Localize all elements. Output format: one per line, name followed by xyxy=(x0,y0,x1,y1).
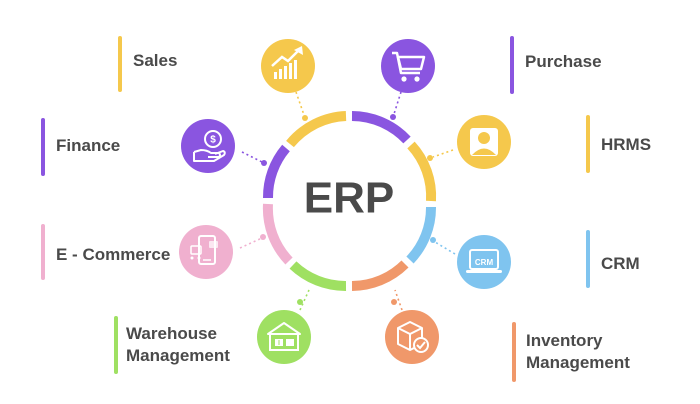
connector-dot-purchase xyxy=(390,114,396,120)
connector-purchase xyxy=(393,91,402,115)
svg-text:$: $ xyxy=(210,135,216,146)
connector-sales xyxy=(295,91,305,116)
purchase-label-bar xyxy=(510,36,514,94)
ring-segment-inventory xyxy=(351,260,409,291)
center-title: ERP xyxy=(304,174,394,223)
ring-segment-purchase xyxy=(351,111,411,144)
ecommerce-label: E - Commerce xyxy=(56,245,171,264)
connector-finance xyxy=(241,151,263,163)
ring-segment-ecommerce xyxy=(262,203,293,265)
purchase-label: Purchase xyxy=(525,52,602,71)
ring-segment-crm xyxy=(406,206,437,264)
connector-dot-finance xyxy=(261,160,267,166)
connector-dot-sales xyxy=(302,115,308,121)
box-check-icon xyxy=(385,310,439,364)
ecommerce-label-bar xyxy=(41,224,45,280)
ring-segment-sales xyxy=(286,111,347,148)
finance-label-bar xyxy=(41,118,45,176)
connector-dot-warehouse xyxy=(297,299,303,305)
connector-inventory xyxy=(394,289,403,311)
sales-label-bar xyxy=(118,36,122,92)
connector-hrms xyxy=(432,149,454,158)
warehouse-label: Warehouse Management xyxy=(126,324,230,365)
crm-laptop-icon: CRM xyxy=(457,235,511,289)
inventory-label-bar xyxy=(512,322,516,382)
connector-dot-inventory xyxy=(391,299,397,305)
mobile-shopping-icon xyxy=(179,225,233,279)
crm-label-bar xyxy=(586,230,590,288)
crm-icon-text: CRM xyxy=(475,258,494,267)
sales-label: Sales xyxy=(133,51,178,70)
shopping-cart-icon xyxy=(381,39,435,93)
crm-label: CRM xyxy=(601,254,640,273)
connector-warehouse xyxy=(299,289,310,311)
growth-chart-icon xyxy=(261,39,315,93)
connector-dot-ecommerce xyxy=(260,234,266,240)
connectors xyxy=(239,91,456,311)
hrms-label: HRMS xyxy=(601,135,652,154)
ring-segment-warehouse xyxy=(289,261,347,292)
finance-label: Finance xyxy=(56,136,121,155)
inventory-label: Inventory Management xyxy=(526,331,630,372)
erp-ring xyxy=(262,111,437,292)
money-hand-icon: $ xyxy=(181,119,235,173)
connector-dot-crm xyxy=(430,237,436,243)
connector-crm xyxy=(434,241,456,255)
hrms-label-bar xyxy=(586,115,590,173)
warehouse-icon xyxy=(257,310,311,364)
user-icon xyxy=(457,115,511,169)
ring-segment-hrms xyxy=(407,141,437,202)
warehouse-label-bar xyxy=(114,316,118,374)
connector-ecommerce xyxy=(239,237,263,249)
connector-dot-hrms xyxy=(427,155,433,161)
ring-segment-finance xyxy=(262,144,290,199)
